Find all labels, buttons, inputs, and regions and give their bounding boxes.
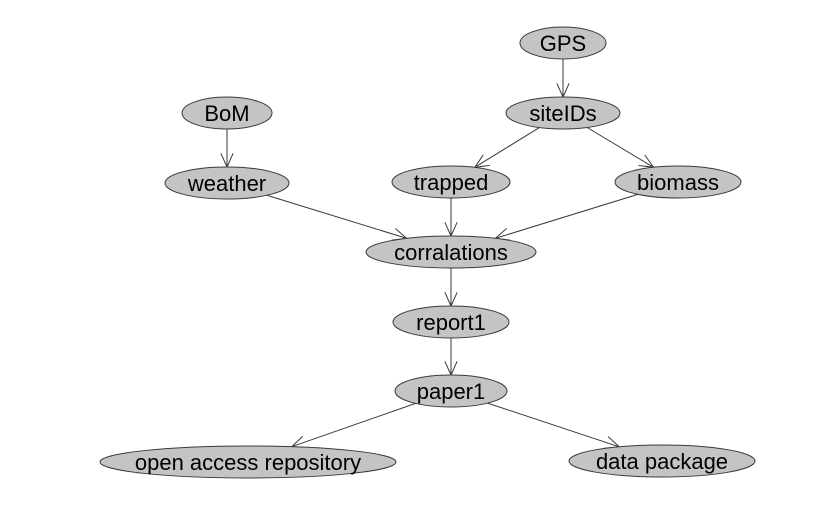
- node-label: weather: [187, 171, 266, 196]
- node-weather: weather: [164, 166, 290, 200]
- node-ellipse: [568, 444, 756, 478]
- nodes-layer: GPS BoM siteIDs weather trapped biomass corral…: [99, 26, 756, 479]
- node-label: open access repository: [135, 450, 361, 475]
- node-ellipse: [391, 165, 511, 199]
- node-corralations: corralations: [365, 235, 537, 269]
- node-label: trapped: [414, 170, 489, 195]
- node-ellipse: [392, 305, 510, 339]
- node-ellipse: [614, 165, 742, 199]
- node-data-package: data package: [568, 444, 756, 478]
- node-label: siteIDs: [529, 101, 596, 126]
- node-label: GPS: [540, 31, 586, 56]
- edge-weather-to-corralations: [266, 194, 407, 239]
- node-label: data package: [596, 449, 728, 474]
- node-ellipse: [164, 166, 290, 200]
- node-report1: report1: [392, 305, 510, 339]
- node-ellipse: [394, 374, 508, 408]
- node-siteids: siteIDs: [505, 96, 621, 130]
- node-label: report1: [416, 310, 486, 335]
- node-bom: BoM: [181, 96, 273, 130]
- node-trapped: trapped: [391, 165, 511, 199]
- edge-siteids-to-trapped: [474, 127, 540, 168]
- node-biomass: biomass: [614, 165, 742, 199]
- node-ellipse: [181, 96, 273, 130]
- edge-paper1-to-data-package: [487, 402, 620, 448]
- node-gps: GPS: [519, 26, 607, 60]
- node-paper1: paper1: [394, 374, 508, 408]
- node-ellipse: [505, 96, 621, 130]
- node-label: paper1: [417, 379, 486, 404]
- node-label: biomass: [637, 170, 719, 195]
- node-open-access-repository: open access repository: [99, 445, 397, 479]
- node-label: corralations: [394, 240, 508, 265]
- edge-biomass-to-corralations: [495, 193, 639, 239]
- node-ellipse: [99, 445, 397, 479]
- edge-paper1-to-open-access-repository: [291, 402, 416, 448]
- node-ellipse: [365, 235, 537, 269]
- edge-siteids-to-biomass: [586, 127, 654, 168]
- node-ellipse: [519, 26, 607, 60]
- node-label: BoM: [204, 101, 249, 126]
